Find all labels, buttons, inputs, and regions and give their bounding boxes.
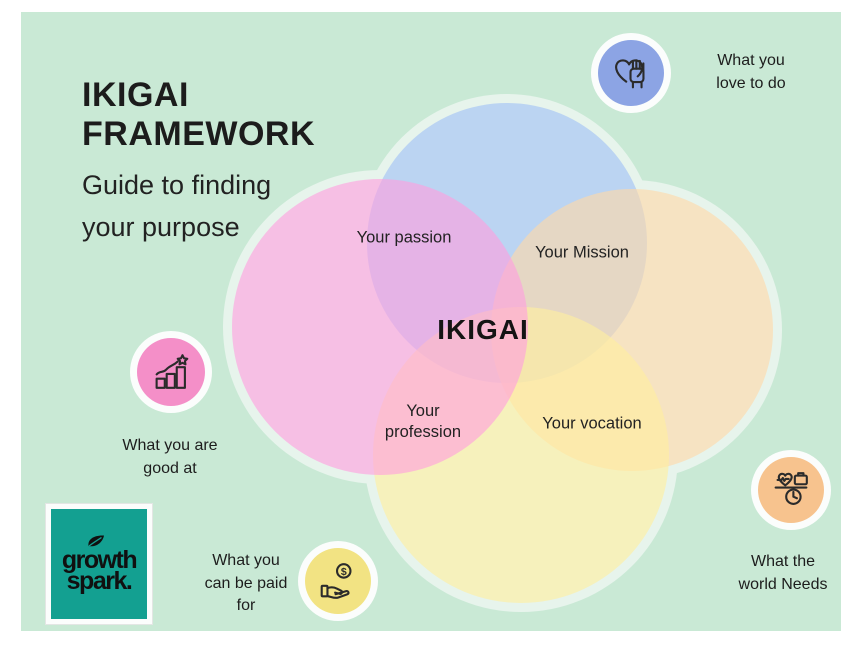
good-line-1: What you are bbox=[122, 437, 218, 454]
profession-line-1: Your bbox=[406, 402, 440, 420]
logo-background: growth spark. bbox=[51, 509, 147, 619]
subtitle-line-2: your purpose bbox=[82, 212, 240, 242]
venn-circle-good bbox=[232, 179, 528, 475]
work-life-balance-icon bbox=[774, 472, 808, 505]
vocation-label: Your vocation bbox=[542, 414, 642, 433]
logo-wordmark: growth spark. bbox=[61, 546, 138, 595]
leaf-icon bbox=[88, 535, 104, 547]
ikigai-center-label: IKIGAI bbox=[437, 314, 529, 345]
heart-hand-icon bbox=[615, 59, 645, 89]
logo-line-1: growth bbox=[61, 546, 138, 574]
good-label: What you are good at bbox=[100, 435, 240, 480]
page-title: IKIGAI FRAMEWORK bbox=[82, 76, 315, 154]
paid-label: What you can be paid for bbox=[186, 550, 306, 618]
logo-line-2: spark. bbox=[66, 567, 133, 595]
passion-label: Your passion bbox=[356, 228, 452, 247]
love-label: What you love to do bbox=[691, 50, 811, 95]
profession-label: Your profession bbox=[385, 401, 461, 443]
paid-line-1: What you bbox=[212, 552, 280, 569]
love-line-1: What you bbox=[717, 52, 785, 69]
paid-line-3: for bbox=[236, 597, 256, 614]
growth-spark-logo: growth spark. bbox=[46, 504, 152, 624]
love-badge bbox=[598, 40, 664, 106]
needs-badge bbox=[758, 457, 824, 523]
mission-label: Your Mission bbox=[535, 243, 629, 262]
paid-badge: $ bbox=[305, 548, 371, 614]
needs-label: What the world Needs bbox=[713, 551, 853, 596]
subtitle-line-1: Guide to finding bbox=[82, 170, 272, 200]
growth-chart-icon bbox=[155, 354, 189, 389]
svg-text:$: $ bbox=[341, 566, 347, 578]
title-line-2: FRAMEWORK bbox=[82, 115, 316, 153]
dollar-hand-icon: $ bbox=[320, 563, 352, 599]
needs-line-2: world Needs bbox=[738, 575, 828, 593]
profession-line-2: profession bbox=[384, 423, 462, 441]
good-badge bbox=[137, 338, 205, 406]
title-line-1: IKIGAI bbox=[82, 76, 189, 114]
love-line-2: love to do bbox=[716, 74, 786, 92]
good-line-2: good at bbox=[143, 459, 197, 477]
paid-line-2: can be paid bbox=[204, 574, 288, 592]
needs-line-1: What the bbox=[750, 553, 816, 570]
page-subtitle: Guide to finding your purpose bbox=[82, 164, 271, 248]
